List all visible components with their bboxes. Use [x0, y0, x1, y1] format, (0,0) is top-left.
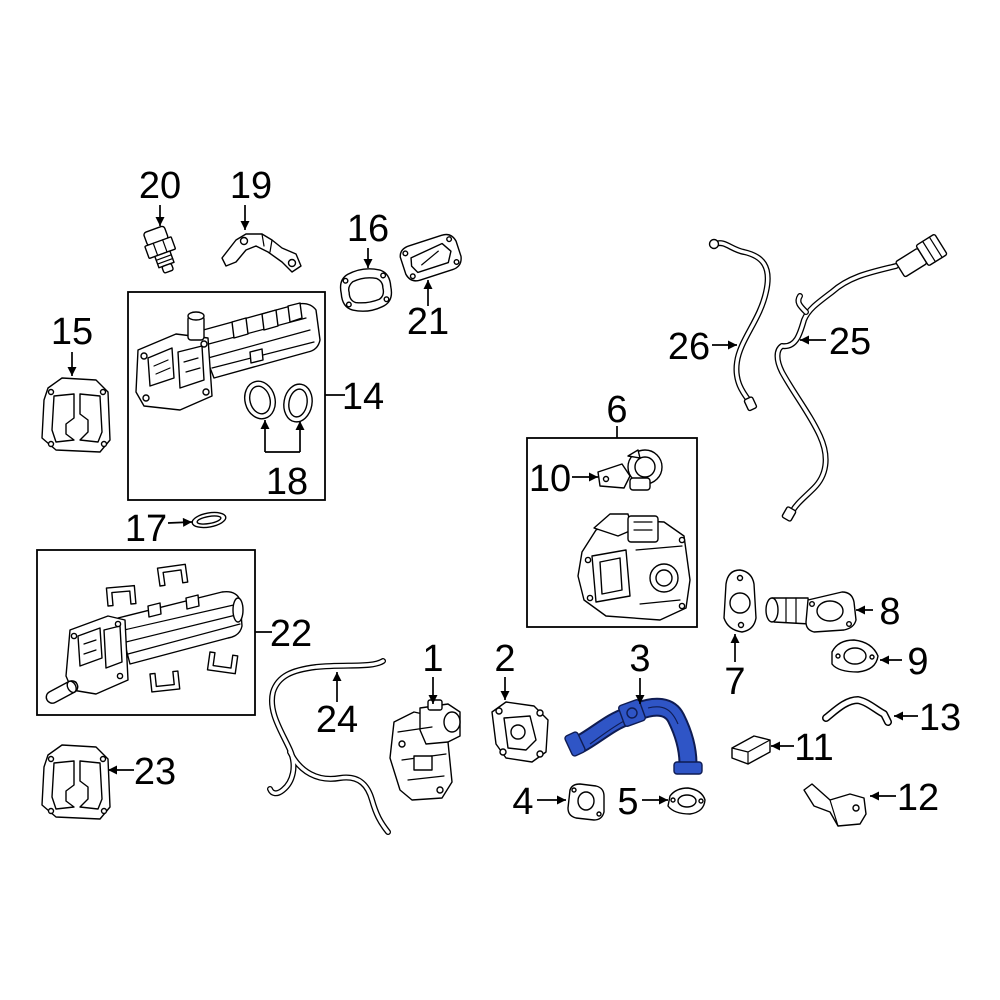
- callout-20: 20: [139, 165, 181, 207]
- part-9: [831, 639, 879, 673]
- part-21: [399, 233, 462, 282]
- part-8: [765, 591, 857, 633]
- part-22-cooler: [65, 590, 244, 695]
- callout-15: 15: [51, 311, 93, 353]
- callout-14: 14: [342, 376, 384, 418]
- part-1: [389, 699, 461, 801]
- callout-23: 23: [134, 751, 176, 793]
- part-23: [41, 744, 111, 820]
- callout-22: 22: [270, 613, 312, 655]
- part-11: [731, 735, 771, 765]
- part-14-cooler: [135, 302, 321, 411]
- callout-26: 26: [668, 326, 710, 368]
- part-16: [339, 268, 393, 312]
- group-box-14: [127, 291, 326, 501]
- part-17: [191, 511, 227, 529]
- part-6-valve: [577, 513, 691, 621]
- part-22-clips: [105, 563, 239, 693]
- callout-13: 13: [919, 697, 961, 739]
- callout-16: 16: [347, 208, 389, 250]
- callout-24: 24: [316, 699, 358, 741]
- part-10: [597, 449, 663, 491]
- callout-8: 8: [879, 591, 900, 633]
- callout-5: 5: [617, 781, 638, 823]
- callout-18: 18: [266, 461, 308, 503]
- part-18-rings: [243, 380, 313, 423]
- part-15: [41, 377, 111, 453]
- part-20: [143, 225, 176, 274]
- callout-12: 12: [897, 777, 939, 819]
- callout-19: 19: [230, 165, 272, 207]
- part-24-tube: [267, 658, 391, 835]
- callout-labels: 1 2 3 4 5 6 7 8 9 10 11 12 13 14 15 16 1…: [51, 165, 961, 823]
- part-3-pipe: [564, 697, 703, 775]
- part-19: [221, 233, 302, 273]
- callout-1: 1: [422, 638, 443, 680]
- callout-25: 25: [829, 321, 871, 363]
- part-5: [667, 787, 706, 815]
- part-4: [567, 783, 605, 821]
- callout-21: 21: [407, 301, 449, 343]
- callout-10: 10: [529, 458, 571, 500]
- part-7: [723, 569, 757, 633]
- leader-lines: [67, 205, 918, 805]
- leader-arrow-17: [167, 517, 193, 527]
- part-2: [491, 701, 549, 763]
- callout-2: 2: [494, 638, 515, 680]
- callout-6: 6: [606, 389, 627, 431]
- group-box-6: [526, 437, 698, 628]
- callout-4: 4: [512, 781, 533, 823]
- part-22-tube: [45, 680, 79, 704]
- part-12: [803, 783, 867, 827]
- part-13-hose: [822, 696, 892, 726]
- part-26-wire: [708, 238, 771, 412]
- callout-11: 11: [794, 727, 833, 769]
- callout-17: 17: [125, 508, 167, 550]
- callout-9: 9: [907, 641, 928, 683]
- callout-3: 3: [629, 638, 650, 680]
- callout-7: 7: [724, 661, 745, 703]
- part-25-harness: [774, 234, 948, 522]
